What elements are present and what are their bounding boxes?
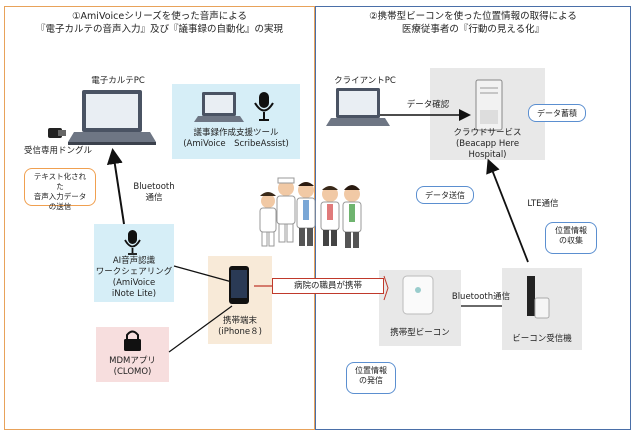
usb-dongle-icon: [48, 128, 66, 138]
collect-line2: の収集: [559, 236, 583, 245]
lock-icon: [124, 330, 141, 351]
laptop-icon: [68, 90, 156, 145]
mdm-line2: (CLOMO): [113, 367, 152, 377]
connector-staff-callout-right: [383, 275, 389, 301]
beacon-bluetooth-label: Bluetooth通信: [451, 292, 511, 302]
text-data-callout: テキスト化された 音声入力データ の送信: [24, 168, 96, 211]
left-title-line2: 『電子カルテの音声入力』及び『議事録の自動化』の実現: [35, 24, 283, 35]
ai-microphone-icon: [124, 230, 141, 255]
receiver-device-icon: [527, 276, 550, 319]
client-laptop-icon: [326, 88, 390, 126]
pc-label: 電子カルテPC: [91, 76, 145, 86]
beacon-device-icon: [402, 275, 434, 315]
right-title-line1: ②携帯型ビーコンを使った位置情報の取得による: [369, 11, 577, 22]
ai-line2: ワークシェアリング: [95, 267, 173, 277]
ai-recognition-label: AI音声認識 ワークシェアリング (AmiVoice iNote Lite): [94, 256, 174, 300]
arrow-lte: [486, 158, 529, 263]
mdm-line1: MDMアプリ: [109, 356, 156, 366]
phone-line1: 携帯端末: [222, 316, 257, 326]
lte-label: LTE通信: [527, 199, 559, 209]
phone-label: 携帯端末 (iPhone８): [208, 316, 272, 338]
client-pc-label: クライアントPC: [334, 76, 396, 86]
phone-line2: (iPhone８): [218, 327, 262, 337]
cloud-label: クラウドサービス (Beacapp Here Hospital): [430, 128, 545, 161]
minutes-tool-line1: 議事録作成支援ツール: [193, 128, 279, 138]
minutes-laptop-icon: [194, 92, 244, 122]
collect-line1: 位置情報: [555, 226, 587, 235]
data-store-callout: データ蓄積: [528, 104, 586, 122]
connector-ai-phone: [173, 265, 233, 283]
minutes-tool-line2: (AmiVoice ScribeAssist): [183, 139, 289, 149]
mdm-label: MDMアプリ (CLOMO): [96, 356, 169, 378]
connector-mdm-phone: [168, 305, 233, 353]
staff-figure: [276, 177, 296, 243]
collect-callout: 位置情報 の収集: [545, 222, 597, 254]
minutes-tool-label: 議事録作成支援ツール (AmiVoice ScribeAssist): [172, 128, 300, 150]
receiver-label: ビーコン受信機: [512, 334, 572, 344]
callout-line3: の送信: [48, 202, 72, 211]
staff-figure: [320, 186, 340, 246]
bluetooth-line1: Bluetooth: [133, 182, 175, 192]
bluetooth-line2: 通信: [145, 193, 163, 203]
medical-staff-illustration: [259, 177, 362, 248]
ai-line3: (AmiVoice: [112, 278, 156, 288]
staff-figure: [342, 185, 362, 248]
beacon-label: 携帯型ビーコン: [390, 328, 450, 338]
microphone-icon: [254, 92, 274, 121]
right-title-line2: 医療従事者の『行動の見える化』: [401, 24, 545, 35]
bluetooth-label: Bluetooth 通信: [124, 182, 184, 204]
left-title-line1: ①AmiVoiceシリーズを使った音声による: [72, 11, 247, 22]
cloud-line2: (Beacapp Here: [455, 139, 520, 149]
server-icon: [475, 79, 503, 131]
staff-figure: [296, 182, 316, 246]
dongle-label: 受信専用ドングル: [23, 146, 92, 156]
data-check-label: データ確認: [406, 100, 450, 110]
data-send-callout: データ送信: [416, 186, 474, 204]
staff-figure: [259, 192, 277, 247]
smartphone-icon: [229, 266, 249, 304]
cloud-line1: クラウドサービス: [453, 128, 522, 138]
left-panel-title: ①AmiVoiceシリーズを使った音声による 『電子カルテの音声入力』及び『議事…: [8, 10, 311, 36]
ai-line1: AI音声認識: [112, 256, 156, 266]
arrow-bluetooth-to-pc: [106, 148, 125, 225]
ai-line4: iNote Lite): [111, 289, 157, 299]
right-panel-title: ②携帯型ビーコンを使った位置情報の取得による 医療従事者の『行動の見える化』: [319, 10, 627, 36]
emit-line1: 位置情報: [355, 366, 387, 375]
mdm-box: [96, 327, 169, 382]
callout-line1: テキスト化された: [33, 172, 87, 191]
callout-line2: 音声入力データ: [33, 192, 87, 201]
staff-carry-callout: 病院の職員が携帯: [272, 278, 384, 294]
emit-line2: の発信: [359, 376, 383, 385]
cloud-line3: Hospital): [468, 150, 507, 160]
emit-callout: 位置情報 の発信: [346, 362, 396, 394]
